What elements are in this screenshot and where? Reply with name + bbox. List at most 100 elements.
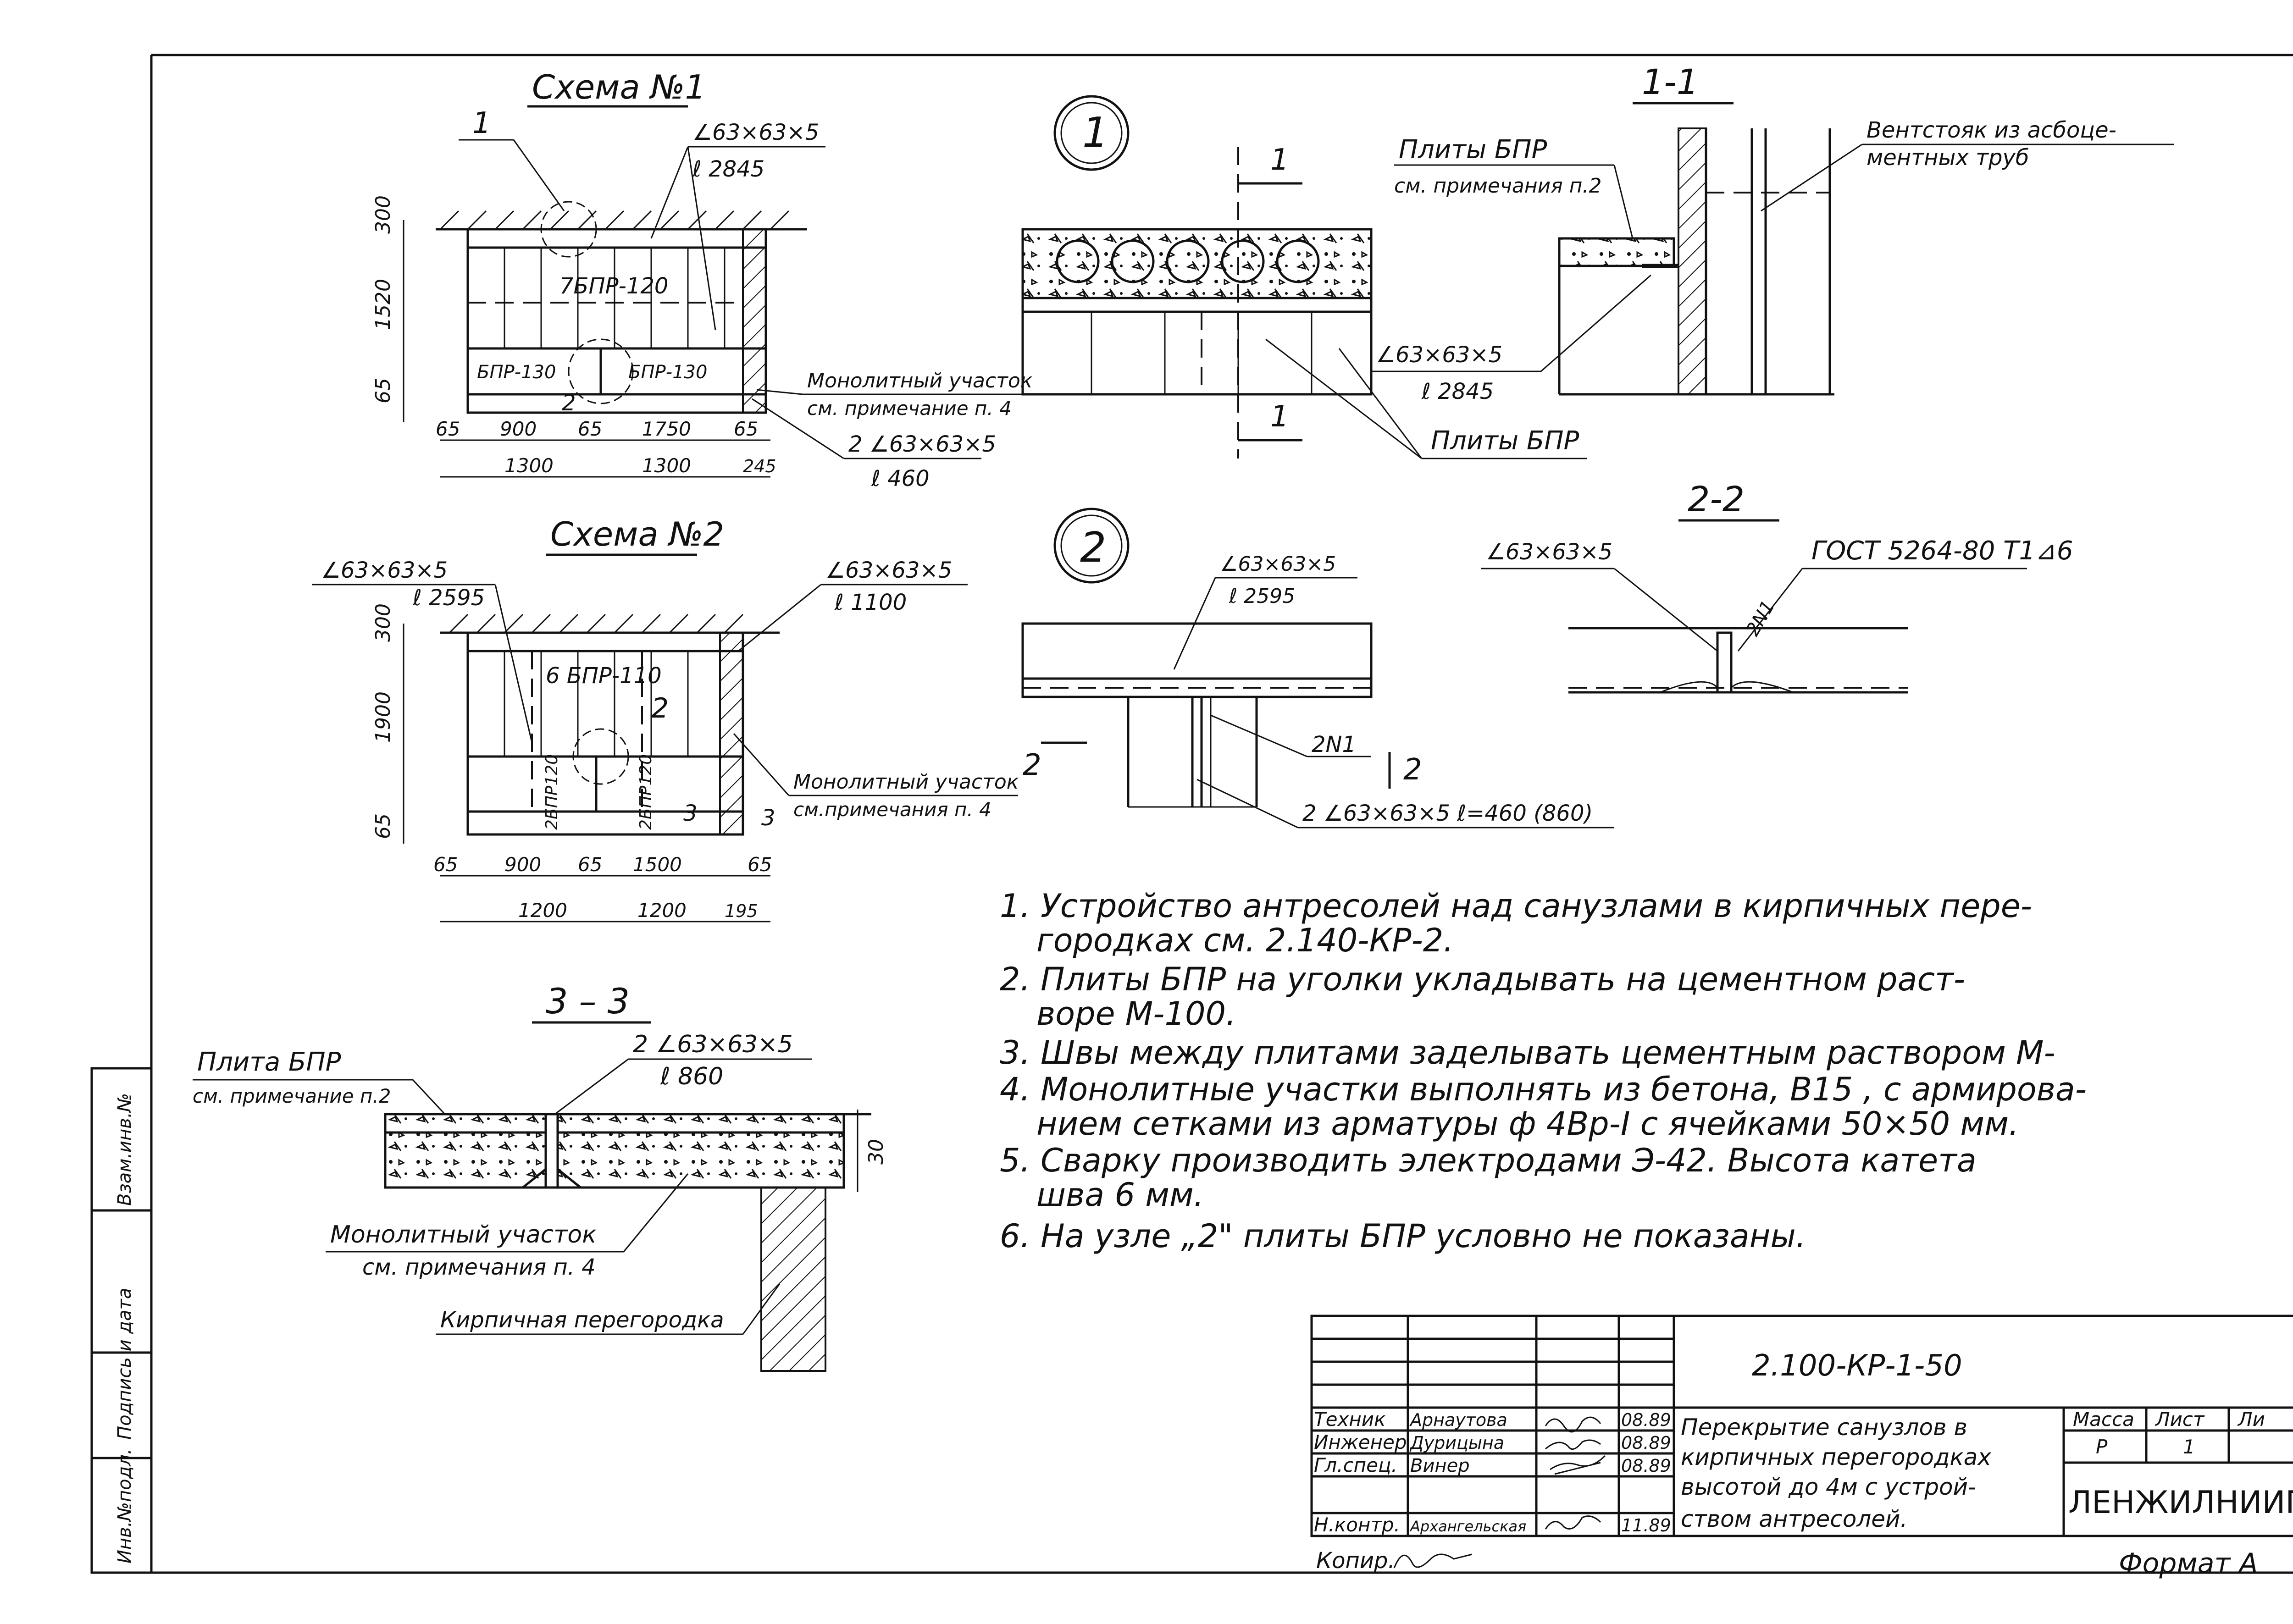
section-3-3-title: 3 – 3 <box>546 981 630 1022</box>
scheme-2-angle-left: ∠63×63×5 <box>321 558 448 583</box>
scheme-2-angle-left-len: ℓ 2595 <box>412 585 485 611</box>
signature-4 <box>1545 1515 1601 1530</box>
scheme-1-title: Схема №1 <box>532 68 706 106</box>
scheme-2-dim-h1-3: 1500 <box>633 853 682 876</box>
section-3-3-mono-2: см. примечания п. 4 <box>362 1254 596 1280</box>
node-2-section-mark-right: 2 <box>1403 753 1422 787</box>
scheme-1-mono-1: Монолитный участок <box>807 369 1033 392</box>
scheme-1-angle2-len: ℓ 460 <box>871 466 930 492</box>
stamp-title-2: кирпичных перегородках <box>1681 1444 1991 1470</box>
scheme-1-node: 2 <box>562 390 576 416</box>
scheme-2-mono-1: Монолитный участок <box>793 770 1019 794</box>
node-1: 1 1 1 Плиты БПР <box>1021 95 1587 459</box>
node-2-angles: 2 ∠63×63×5 ℓ=460 (860) <box>1302 801 1593 826</box>
stamp-header-mass: Масса <box>2073 1408 2134 1431</box>
scheme-1-dim-h1-3: 1750 <box>642 418 691 440</box>
scheme-2-dim-v-2: 65 <box>371 813 395 839</box>
section-3-3-angle: 2 ∠63×63×5 <box>633 1031 793 1058</box>
scheme-1-dim-h1-0: 65 <box>436 418 460 440</box>
section-1-1-angle: ∠63×63×5 <box>1376 342 1502 368</box>
scheme-2-angle-right-len: ℓ 1100 <box>834 590 907 615</box>
node-1-section-mark-bottom: 1 <box>1270 400 1289 434</box>
signature-2 <box>1545 1439 1601 1450</box>
scheme-1-angle-len: ℓ 2845 <box>692 156 764 182</box>
side-inv-replaced: Взам.инв.№ <box>114 1093 135 1206</box>
stamp-name-4: Архангельская <box>1409 1518 1526 1535</box>
note-line-8: 5. Сварку производить электродами Э-42. … <box>1000 1142 1977 1179</box>
stamp-role-1: Техник <box>1314 1408 1386 1431</box>
section-3-3-angle-len: ℓ 860 <box>660 1063 723 1090</box>
note-line-4: воре М-100. <box>1036 995 1236 1033</box>
stamp-code: 2.100-КР-1-50 <box>1752 1349 1962 1383</box>
node-2-angle: ∠63×63×5 <box>1220 552 1336 576</box>
stamp-date-2: 08.89 <box>1621 1433 1671 1453</box>
section-3-3-slab-2: см. примечание п.2 <box>193 1085 391 1107</box>
note-line-5: 3. Швы между плитами заделывать цементны… <box>1000 1034 2055 1072</box>
section-1-1-slabs-2: см. примечания п.2 <box>1394 174 1601 198</box>
signature-3 <box>1550 1455 1606 1475</box>
node-2: 2 ∠63×63×5 ℓ 2595 2 2 2N1 2 ∠63×63×5 ℓ=4… <box>1021 508 1614 829</box>
signature-1 <box>1545 1416 1601 1433</box>
stamp-name-2: Дурицына <box>1409 1433 1504 1453</box>
stamp-title-4: ством антресолей. <box>1681 1506 1907 1532</box>
section-2-2-gost: ГОСТ 5264-80 Т1⊿6 <box>1811 536 2073 566</box>
scheme-2-sec: 3 <box>683 801 698 826</box>
section-2-2-angle: ∠63×63×5 <box>1486 539 1612 565</box>
node-1-slabs: Плиты БПР <box>1431 426 1579 456</box>
scheme-1-callout: 1 <box>472 106 491 140</box>
scheme-1-dim-h2-1: 1300 <box>642 454 691 477</box>
scheme-1-dim-v-1: 1520 <box>371 279 395 330</box>
scheme-1-dim-h1-4: 65 <box>734 418 758 440</box>
note-line-6: 4. Монолитные участки выполнять из бетон… <box>1000 1071 2087 1108</box>
stamp-name-1: Арнаутова <box>1409 1410 1507 1430</box>
scheme-2-mono-2: см.примечания п. 4 <box>793 798 991 821</box>
note-line-7: нием сетками из арматуры ф 4Вр-I с ячейк… <box>1036 1105 2019 1143</box>
section-3-3-slab-1: Плита БПР <box>197 1047 341 1077</box>
scheme-2-dim-h2-2: 195 <box>725 901 758 921</box>
scheme-1: Схема №1 7БПР-120 БПР-130 БПР-130 2 1 ∠6… <box>371 68 1033 492</box>
side-sign-date: Подпись и дата <box>114 1288 135 1440</box>
scheme-2-slab-left: 2БПР120 <box>543 754 561 830</box>
stamp-date-1: 08.89 <box>1621 1410 1671 1430</box>
scheme-2-node: 2 <box>651 692 669 724</box>
stamp-role-3: Гл.спец. <box>1314 1454 1397 1476</box>
copied-signature <box>1393 1553 1473 1569</box>
section-1-1-vent-2: ментных труб <box>1867 145 2029 171</box>
stamp-role-2: Инженер <box>1314 1431 1407 1453</box>
scheme-2-slab-right: 2БПР120 <box>637 754 655 830</box>
node-1-section-mark: 1 <box>1270 143 1289 177</box>
scheme-2: Схема №2 6 БПР-110 2БПР120 2БПР120 2 3 3… <box>312 515 1019 922</box>
section-1-1-vent-1: Вентстояк из асбоце- <box>1867 117 2116 143</box>
scheme-1-slab-top: 7БПР-120 <box>559 273 668 299</box>
stamp-header-sheets: Ли <box>2237 1408 2265 1431</box>
scheme-1-dim-h1-2: 65 <box>578 418 602 440</box>
stamp-copied: Копир. <box>1316 1548 1395 1574</box>
scheme-1-dim-h1-1: 900 <box>500 418 537 440</box>
section-1-1-angle-len: ℓ 2845 <box>1421 379 1494 404</box>
scheme-2-dim-v-0: 300 <box>371 603 395 642</box>
scheme-2-dim-h1-4: 65 <box>748 853 772 876</box>
scheme-1-dim-h2-2: 245 <box>743 456 776 476</box>
scheme-2-slab-top: 6 БПР-110 <box>546 663 662 689</box>
section-3-3: 3 – 3 30 Плита БПР см. примечание п.2 2 … <box>193 981 888 1372</box>
scheme-2-dim-h1-1: 900 <box>504 853 541 876</box>
node-2-angle-len: ℓ 2595 <box>1229 585 1295 608</box>
scheme-1-mono-2: см. примечание п. 4 <box>807 397 1012 420</box>
node-2-weld: 2N1 <box>1312 732 1356 757</box>
note-line-10: 6. На узле „2" плиты БПР условно не пока… <box>1000 1217 1806 1255</box>
scheme-1-dim-h2-0: 1300 <box>504 454 554 477</box>
section-1-1: 1-1 Плиты БПР см. примечания п.2 Вентсто… <box>1371 61 2174 404</box>
scheme-1-slab-left: БПР-130 <box>477 362 556 383</box>
side-inv-original: Инв.№подл. <box>114 1448 135 1563</box>
stamp-title-3: высотой до 4м с устрой- <box>1681 1474 1976 1500</box>
section-1-1-slabs-1: Плиты БПР <box>1399 135 1547 165</box>
node-2-label: 2 <box>1080 524 1106 572</box>
stamp-value-sheet: 1 <box>2183 1436 2195 1458</box>
title-block: 2.100-КР-1-50 Техник Арнаутова 08.89 Инж… <box>1310 1315 2293 1580</box>
note-line-1: 1. Устройство антресолей над санузлами в… <box>1000 887 2032 925</box>
scheme-2-title: Схема №2 <box>550 515 724 553</box>
scheme-1-dim-v-0: 300 <box>371 195 395 234</box>
section-2-2-title: 2-2 <box>1688 479 1745 519</box>
scheme-2-dim-h2-0: 1200 <box>518 899 567 922</box>
section-3-3-dim: 30 <box>864 1139 888 1165</box>
